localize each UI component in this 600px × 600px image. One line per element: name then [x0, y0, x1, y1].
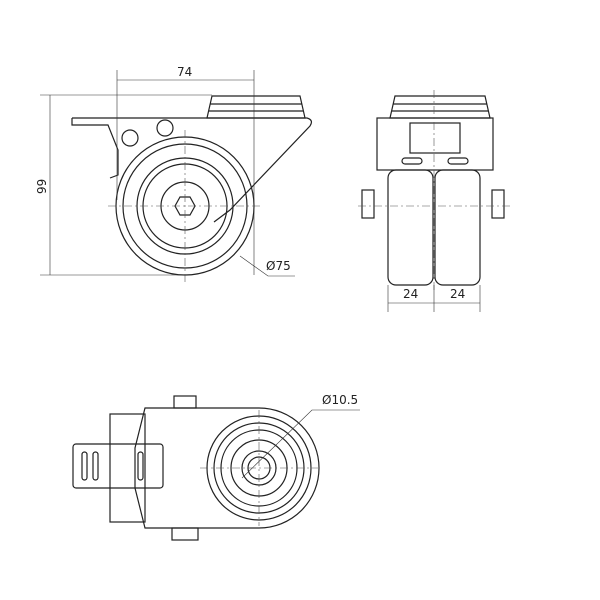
dim-wheel-diameter: Ø75 [266, 259, 291, 273]
front-view [358, 90, 510, 312]
side-view [40, 70, 313, 285]
top-view [72, 395, 360, 541]
dim-74: 74 [177, 65, 192, 79]
dim-24-left: 24 [403, 287, 418, 301]
dim-bolt-hole: Ø10.5 [322, 393, 358, 407]
dim-99: 99 [35, 179, 49, 194]
dim-24-right: 24 [450, 287, 465, 301]
